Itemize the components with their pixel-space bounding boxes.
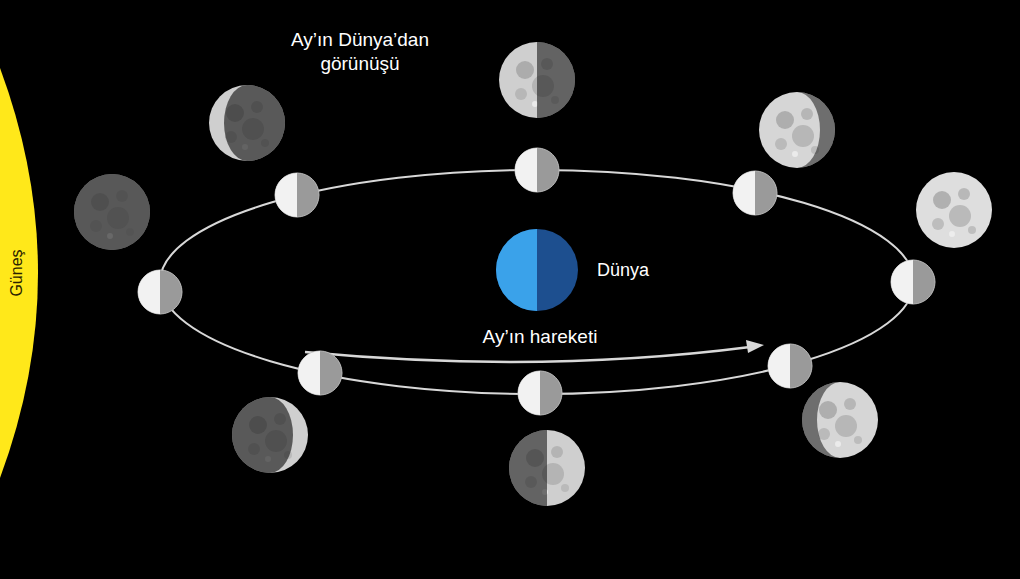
moon-view-quarter <box>499 42 575 118</box>
moon-view-new <box>74 174 150 250</box>
orbit-moon <box>275 173 319 217</box>
earth-day-half <box>496 229 537 311</box>
view-caption: Ay’ın Dünya’dan görünüşü <box>280 28 440 76</box>
motion-arrow-line <box>305 347 750 362</box>
moon-view-gibbous <box>802 382 878 458</box>
orbit-moon <box>138 270 182 314</box>
moon-view-crescent <box>232 397 308 473</box>
orbit-moon <box>515 148 559 192</box>
motion-caption: Ay’ın hareketi <box>430 325 650 349</box>
earth-night-half <box>496 229 578 311</box>
orbit-moon <box>518 371 562 415</box>
sun-label: Güneş <box>8 249 26 296</box>
moon-view-full <box>916 172 992 248</box>
earth-node: Dünya <box>495 228 579 312</box>
sun-band: Güneş <box>0 68 40 478</box>
moon-view-quarter <box>509 430 585 506</box>
moon-view-gibbous <box>759 92 835 168</box>
orbit-moon <box>891 260 935 304</box>
orbit-moon <box>768 344 812 388</box>
earth-label: Dünya <box>597 260 649 281</box>
earth-symbol <box>495 228 579 312</box>
sun-shape <box>0 68 38 478</box>
moon-view-crescent <box>209 85 285 161</box>
orbit-moon <box>733 171 777 215</box>
orbit-moon <box>298 351 342 395</box>
moon-orbit <box>160 170 914 394</box>
motion-arrowhead <box>746 340 764 353</box>
